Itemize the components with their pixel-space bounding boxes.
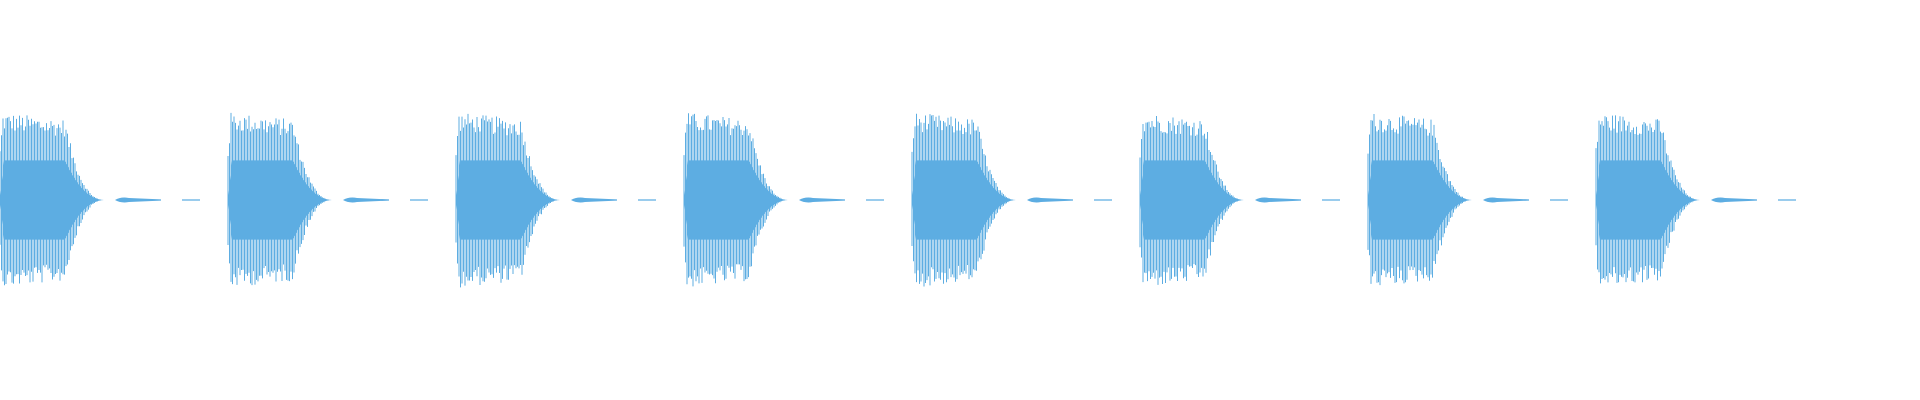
waveform-burst — [1595, 115, 1796, 284]
waveform-tail — [799, 197, 845, 203]
waveform-tail — [1027, 197, 1073, 203]
waveform-tail — [343, 197, 389, 203]
waveform-tail — [1711, 197, 1757, 203]
waveform-burst — [1139, 115, 1340, 285]
waveform-burst — [911, 113, 1112, 287]
waveform-burst — [227, 112, 428, 286]
waveform-tail — [115, 197, 161, 203]
waveform-bursts — [0, 112, 1796, 288]
waveform-tail — [1255, 197, 1301, 203]
waveform-tail — [1483, 197, 1529, 203]
waveform-burst — [683, 113, 884, 287]
waveform-burst — [455, 113, 656, 288]
waveform-burst — [0, 115, 200, 286]
waveform-burst — [1367, 114, 1568, 286]
waveform-tail — [571, 197, 617, 203]
